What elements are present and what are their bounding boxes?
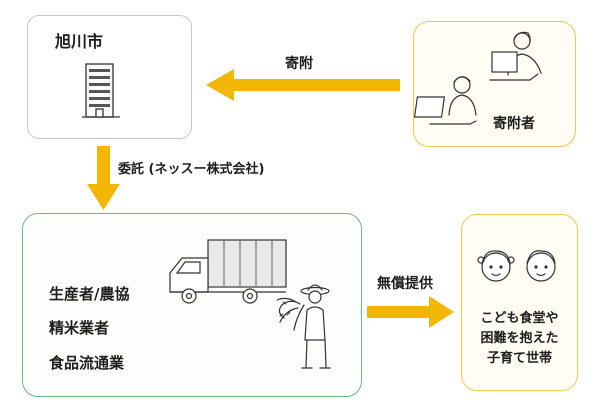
producer-item: 食品流通業 [49, 354, 125, 372]
consignment-arrow [87, 146, 120, 210]
producer-item: 生産者/農協 [49, 285, 130, 303]
recipient-box [461, 214, 578, 391]
building-icon [82, 63, 120, 118]
city-name: 旭川市 [55, 32, 104, 51]
provision-arrow [367, 296, 454, 328]
city-box [27, 15, 192, 139]
donation-label: 寄附 [285, 56, 313, 72]
recipient-line: 困難を抱えた [480, 331, 559, 346]
recipient-line: こども食堂や [480, 311, 559, 326]
child-face-icon [477, 250, 556, 282]
producer-box [22, 213, 362, 397]
laptop-person-icon [413, 31, 542, 125]
recipient-line: 子育て世帯 [486, 351, 552, 366]
donation-arrow [206, 69, 400, 101]
donor-label: 寄附者 [493, 116, 535, 132]
farmer-rice-icon [276, 284, 331, 369]
truck-icon [169, 239, 287, 304]
producer-item: 精米業者 [49, 319, 110, 337]
donor-box [413, 21, 576, 147]
free-provision-label: 無償提供 [377, 276, 433, 292]
consignment-label: 委託 (ネッスー株式会社) [118, 162, 265, 177]
